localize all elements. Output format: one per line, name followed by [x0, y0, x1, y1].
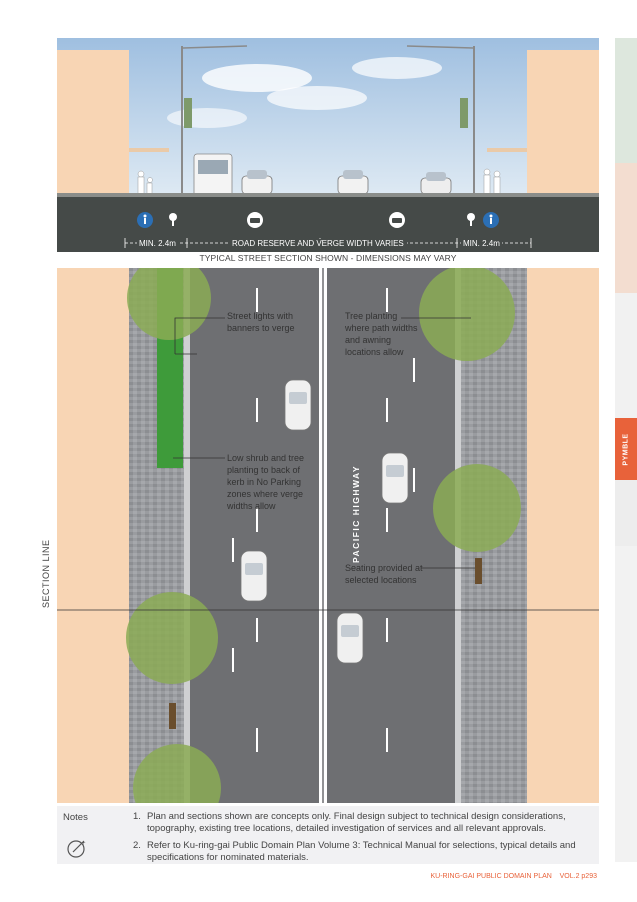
- building-right: [527, 50, 599, 200]
- section-line-label: SECTION LINE: [41, 539, 51, 608]
- dim-label-left: MIN. 2.4m: [137, 239, 178, 248]
- pedestrians-left: [137, 170, 153, 196]
- light-pole-left: [181, 46, 183, 196]
- building-left: [57, 50, 129, 200]
- car: [241, 170, 273, 195]
- bus: [193, 153, 233, 199]
- street-section-illustration: MIN. 2.4m ROAD RESERVE AND VERGE WIDTH V…: [57, 38, 599, 252]
- section-caption: TYPICAL STREET SECTION SHOWN - DIMENSION…: [199, 253, 457, 263]
- seat: [169, 703, 176, 729]
- lane-markings: [232, 288, 415, 752]
- tab-segment: [615, 163, 637, 293]
- compass-icon: +: [67, 840, 86, 858]
- svg-text:+: +: [82, 841, 86, 847]
- tab-pymble[interactable]: PYMBLE: [615, 418, 637, 480]
- section-drawing: [57, 38, 599, 252]
- awning-right: [487, 148, 527, 152]
- notes-title: Notes: [63, 812, 88, 823]
- pedestrian-icon: [483, 212, 499, 228]
- tree-canopy: [126, 268, 521, 803]
- tab-segment: [615, 546, 637, 862]
- note-item-2: 2. Refer to Ku-ring-gai Public Domain Pl…: [133, 840, 576, 863]
- car-icon: [247, 212, 263, 228]
- cloud: [202, 64, 312, 92]
- car: [337, 170, 369, 195]
- car: [420, 172, 452, 195]
- car-icon: [389, 212, 405, 228]
- cloud: [167, 108, 247, 128]
- note-item-1: 1. Plan and sections shown are concepts …: [133, 811, 566, 834]
- notes-panel: Notes + 1. Plan and sections shown are c…: [57, 806, 599, 864]
- leader-lines: [173, 317, 475, 569]
- car: [240, 550, 268, 602]
- plan-drawing: [57, 268, 599, 803]
- banner-right: [460, 98, 468, 128]
- car: [336, 612, 364, 664]
- dim-label-center: ROAD RESERVE AND VERGE WIDTH VARIES: [229, 239, 407, 248]
- road-name: PACIFIC HIGHWAY: [351, 464, 361, 563]
- cloud: [352, 57, 442, 79]
- cloud: [267, 86, 367, 110]
- tab-segment: [615, 480, 637, 546]
- tree-icon: [467, 213, 475, 226]
- dim-label-right: MIN. 2.4m: [461, 239, 502, 248]
- page-footer: KU-RING-GAI PUBLIC DOMAIN PLAN VOL.2 p29…: [430, 873, 597, 880]
- tab-segment: [615, 38, 637, 163]
- pedestrian-icon: [137, 212, 153, 228]
- light-pole-right: [473, 46, 475, 196]
- banner-left: [184, 98, 192, 128]
- car: [381, 452, 409, 504]
- seat: [475, 558, 482, 584]
- car: [284, 379, 312, 431]
- tab-segment: [615, 293, 637, 418]
- awning-left: [129, 148, 169, 152]
- tree-icon: [169, 213, 177, 226]
